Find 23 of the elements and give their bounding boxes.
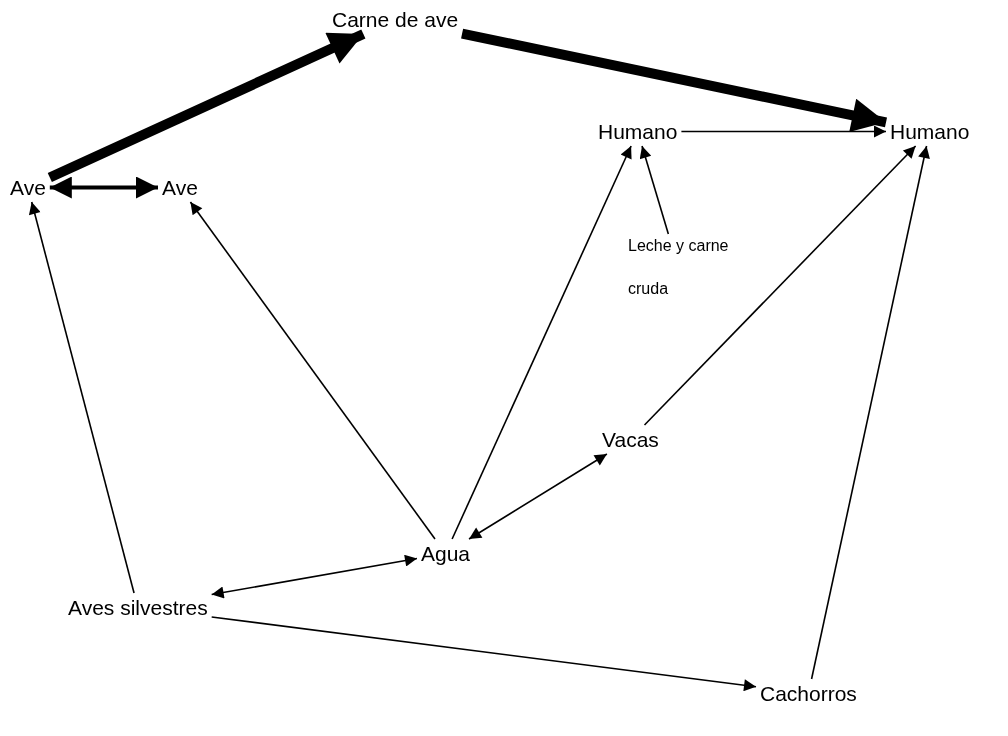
node-label: Vacas bbox=[602, 428, 659, 451]
arrow bbox=[49, 176, 158, 199]
arrow bbox=[643, 145, 917, 426]
node-label: Humano bbox=[598, 120, 678, 143]
arrow bbox=[47, 29, 366, 183]
arrow bbox=[461, 28, 888, 132]
arrow bbox=[468, 453, 608, 540]
node-label: Ave bbox=[162, 176, 198, 199]
node-label: Aves silvestres bbox=[68, 596, 208, 619]
node-label: Cachorros bbox=[760, 682, 857, 705]
arrow bbox=[210, 554, 418, 599]
arrow bbox=[639, 145, 670, 235]
arrow bbox=[451, 145, 632, 540]
arrow bbox=[680, 125, 887, 138]
arrow bbox=[810, 145, 930, 680]
node-label: Leche y carne cruda bbox=[628, 237, 729, 298]
arrow bbox=[189, 201, 436, 540]
node-label: Agua bbox=[421, 542, 471, 565]
arrow bbox=[28, 201, 135, 594]
node-label: Humano bbox=[890, 120, 970, 143]
node-label: Ave bbox=[10, 176, 46, 199]
node-label: Carne de ave bbox=[332, 8, 459, 31]
arrow bbox=[210, 616, 757, 692]
